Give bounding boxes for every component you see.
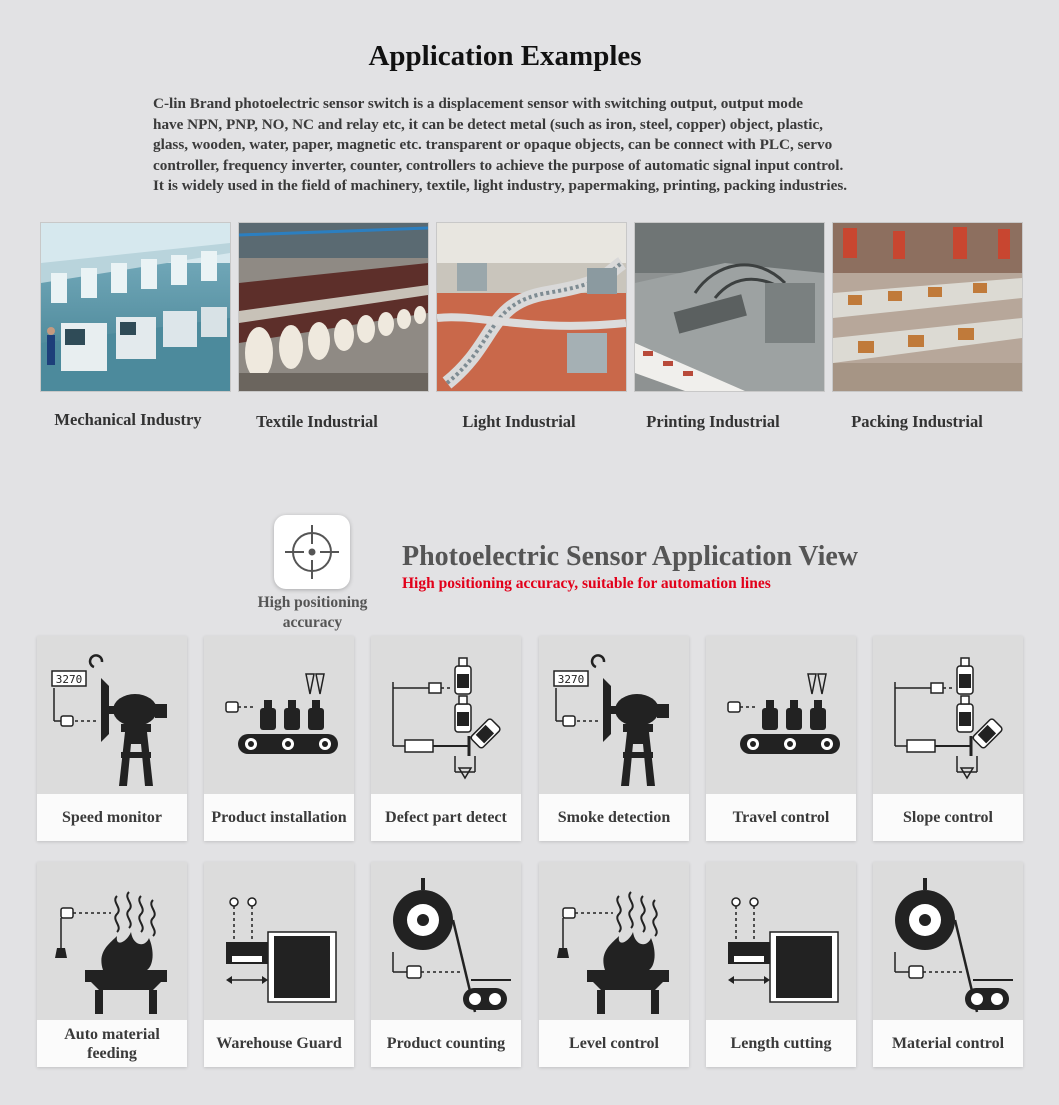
application-label: Product counting bbox=[371, 1020, 521, 1067]
intro-line: glass, wooden, water, paper, magnetic et… bbox=[153, 136, 833, 153]
application-label: Slope control bbox=[873, 794, 1023, 841]
intro-line: have NPN, PNP, NO, NC and relay etc, it … bbox=[153, 115, 823, 133]
application-label: Warehouse Guard bbox=[204, 1020, 354, 1067]
industry-label: Textile Industrial bbox=[256, 412, 378, 431]
application-card: Slope control bbox=[873, 636, 1023, 841]
bottle-reject-icon bbox=[873, 636, 1023, 794]
application-card: Material control bbox=[873, 862, 1023, 1067]
warehouse-rack-icon bbox=[204, 862, 354, 1020]
view-subtitle: High positioning accuracy, suitable for … bbox=[402, 575, 771, 592]
printing-industrial-photo bbox=[635, 223, 824, 391]
furnace-icon bbox=[539, 862, 689, 1020]
grinder-icon: 3270 bbox=[37, 636, 187, 794]
application-card: 3270 Speed monitor bbox=[37, 636, 187, 841]
application-card: Length cutting bbox=[706, 862, 856, 1067]
application-label: Length cutting bbox=[706, 1020, 856, 1067]
industry-label: Packing Industrial bbox=[851, 412, 983, 431]
crosshair-target-icon bbox=[274, 515, 350, 589]
grinder-icon: 3270 bbox=[539, 636, 689, 794]
furnace-icon bbox=[37, 862, 187, 1020]
application-card: 3270 Smoke detection bbox=[539, 636, 689, 841]
industry-label: Printing Industrial bbox=[646, 412, 780, 431]
textile-industrial-photo bbox=[239, 223, 428, 391]
industry-label: Light Industrial bbox=[462, 412, 576, 431]
light-industrial-photo bbox=[437, 223, 626, 391]
mechanical-industry-photo bbox=[41, 223, 230, 391]
application-label: Level control bbox=[539, 1020, 689, 1067]
svg-text:3270: 3270 bbox=[558, 673, 585, 686]
application-label: Material control bbox=[873, 1020, 1023, 1067]
industry-label: Mechanical Industry bbox=[54, 410, 202, 429]
bottle-conveyor-icon bbox=[706, 636, 856, 794]
application-label: Product installation bbox=[204, 794, 354, 841]
application-card: Product counting bbox=[371, 862, 521, 1067]
intro-line: C-lin Brand photoelectric sensor switch … bbox=[153, 95, 804, 112]
page-title: Application Examples bbox=[368, 40, 642, 72]
intro-line: It is widely used in the field of machin… bbox=[153, 177, 848, 194]
intro-line: controller, frequency inverter, counter,… bbox=[153, 156, 844, 174]
bottle-conveyor-icon bbox=[204, 636, 354, 794]
application-label: Travel control bbox=[706, 794, 856, 841]
reel-conveyor-icon bbox=[873, 862, 1023, 1020]
application-card: Travel control bbox=[706, 636, 856, 841]
view-title: Photoelectric Sensor Application View bbox=[402, 541, 858, 572]
application-label: Smoke detection bbox=[539, 794, 689, 841]
bottle-reject-icon bbox=[371, 636, 521, 794]
feature-label: High positioning accuracy bbox=[257, 594, 368, 631]
warehouse-rack-icon bbox=[706, 862, 856, 1020]
application-card: Product installation bbox=[204, 636, 354, 841]
intro-paragraph: C-lin Brand photoelectric sensor switch … bbox=[153, 94, 983, 197]
application-card: Warehouse Guard bbox=[204, 862, 354, 1067]
reel-conveyor-icon bbox=[371, 862, 521, 1020]
application-card: Level control bbox=[539, 862, 689, 1067]
application-label: Speed monitor bbox=[37, 794, 187, 841]
application-card: Defect part detect bbox=[371, 636, 521, 841]
packing-industrial-photo bbox=[833, 223, 1022, 391]
application-card: Auto material feeding bbox=[37, 862, 187, 1067]
application-label: Auto material feeding bbox=[37, 1020, 187, 1067]
svg-text:3270: 3270 bbox=[56, 673, 83, 686]
application-label: Defect part detect bbox=[371, 794, 521, 841]
